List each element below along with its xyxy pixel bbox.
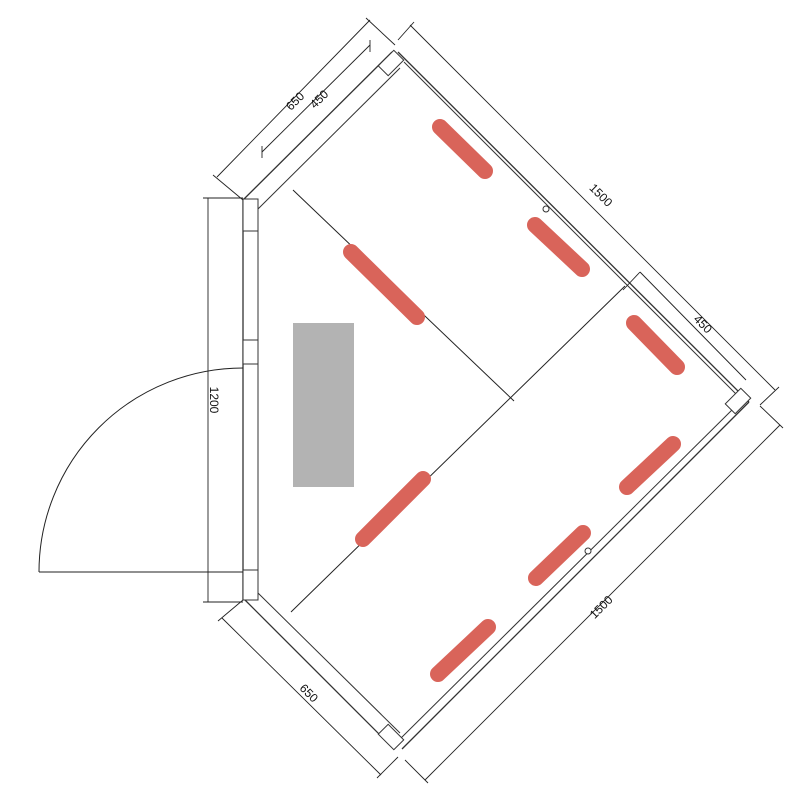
- heater-2[interactable]: [527, 217, 590, 277]
- wall-bottom-left-inner: [257, 592, 401, 734]
- dim-tick-h: [759, 405, 784, 429]
- dim-tick-m: [376, 756, 399, 779]
- dim-tick-g: [622, 271, 641, 291]
- posts: [242, 49, 752, 751]
- wall-bottom-right-inner: [395, 404, 738, 744]
- dim-tick-f: [759, 386, 780, 406]
- post-door-bottom: [242, 569, 259, 601]
- light-bottom-right[interactable]: [584, 547, 592, 555]
- swing-door[interactable]: [38, 367, 244, 573]
- bench-line-divider: [290, 285, 626, 613]
- light-top-right[interactable]: [542, 205, 550, 213]
- heater-5[interactable]: [355, 471, 431, 547]
- post-door-mid: [242, 339, 259, 365]
- dim-label-top-left-outer: 650: [283, 89, 307, 113]
- heater-8[interactable]: [430, 619, 496, 682]
- dim-line-top-right: [409, 24, 776, 391]
- dim-tick-i: [404, 759, 429, 784]
- post-right: [724, 387, 752, 415]
- heater-3[interactable]: [343, 244, 425, 325]
- dimension-lines: [203, 17, 784, 784]
- heater-1[interactable]: [432, 119, 493, 179]
- door-arc: [38, 367, 244, 573]
- post-bottom: [377, 723, 405, 751]
- dim-line-top-left-outer: [216, 19, 371, 178]
- dim-tick-l: [217, 599, 244, 622]
- wall-top-left: [242, 51, 393, 201]
- dimension-labels: 650 450 1500 450 1500 1200 650: [207, 87, 715, 706]
- dim-label-door: 1200: [207, 387, 221, 414]
- wall-bottom-left: [242, 597, 393, 748]
- wall-top-right-inner: [403, 61, 738, 396]
- post-top: [377, 49, 405, 77]
- wall-top-left-inner: [257, 67, 401, 210]
- heater-7[interactable]: [528, 525, 591, 586]
- dim-label-top-left-inner: 450: [307, 87, 331, 111]
- dim-tick-a: [212, 174, 244, 201]
- heater-6[interactable]: [619, 436, 681, 495]
- walls: [242, 51, 750, 750]
- dim-label-bottom-right: 1500: [587, 593, 616, 622]
- wall-top-right: [397, 51, 750, 403]
- dim-label-bottom-left: 650: [297, 681, 321, 705]
- post-door-top: [242, 198, 259, 232]
- dim-line-bottom-right: [424, 424, 781, 781]
- dim-tick-b: [365, 17, 396, 46]
- heaters: [343, 119, 685, 682]
- dim-line-right-inner: [639, 271, 747, 381]
- heater-4[interactable]: [626, 315, 685, 375]
- dim-line-bottom-left: [221, 617, 382, 776]
- dim-line-top-left-inner: [261, 44, 371, 153]
- wall-bottom-right: [401, 401, 750, 750]
- stove-block[interactable]: [293, 323, 354, 487]
- dim-label-right-inner: 450: [691, 312, 715, 336]
- dim-tick-e: [397, 21, 415, 41]
